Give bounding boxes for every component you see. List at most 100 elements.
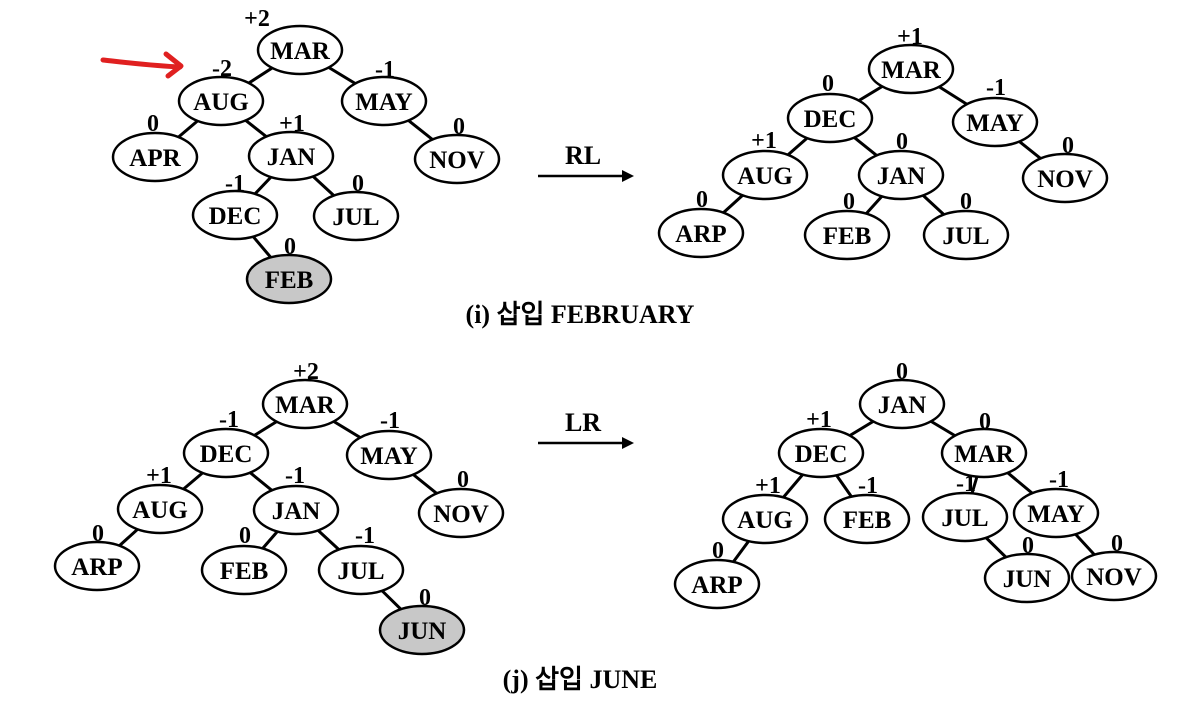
balance-factor: 0 — [1022, 533, 1034, 559]
node-label: FEB — [265, 267, 314, 294]
node-label: MAY — [966, 110, 1023, 137]
node-ellipse — [1012, 487, 1100, 539]
node-ellipse — [53, 540, 141, 592]
node-label: MAY — [1027, 501, 1084, 528]
node-may: MAY -1 — [1012, 467, 1100, 539]
balance-factor: -2 — [212, 56, 232, 82]
node-label: DEC — [795, 441, 848, 468]
node-aug: AUG -2 — [177, 56, 265, 127]
node-nov: NOV 0 — [417, 467, 505, 539]
node-ellipse — [673, 558, 761, 610]
node-ellipse — [657, 207, 745, 259]
balance-factor: 0 — [1111, 531, 1123, 557]
node-label: APR — [129, 145, 181, 172]
tree-j-before: MAR+2DEC-1MAY-1AUG+1JAN-1NOV0ARP0FEB0JUL… — [53, 359, 505, 656]
node-label: JUL — [337, 558, 384, 585]
node-label: DEC — [209, 203, 262, 230]
node-label: ARP — [71, 554, 122, 581]
balance-factor: 0 — [284, 234, 296, 260]
balance-factor: +1 — [806, 407, 832, 433]
node-jan: JAN +1 — [247, 111, 335, 182]
node-label: MAR — [275, 392, 336, 419]
balance-factor: +1 — [279, 111, 305, 137]
node-mar: MAR+1 — [867, 24, 955, 95]
balance-factor: 0 — [960, 189, 972, 215]
balance-factor: 0 — [419, 585, 431, 611]
balance-factor: 0 — [457, 467, 469, 493]
node-ellipse — [317, 544, 405, 596]
node-ellipse — [378, 604, 466, 656]
node-label: ARP — [691, 572, 742, 599]
node-ellipse — [803, 209, 891, 261]
balance-factor: 0 — [1062, 133, 1074, 159]
node-label: JUN — [398, 618, 447, 645]
node-ellipse — [177, 75, 265, 127]
node-ellipse — [413, 133, 501, 185]
node-aug: AUG+1 — [721, 128, 809, 201]
node-label: MAR — [270, 38, 331, 65]
balance-factor: 0 — [92, 521, 104, 547]
node-jul: JUL-1 — [921, 471, 1009, 543]
balance-factor: 0 — [896, 129, 908, 155]
balance-factor: -1 — [1049, 467, 1069, 493]
node-label: MAY — [355, 89, 412, 116]
balance-factor: +2 — [293, 359, 319, 385]
node-ellipse — [252, 484, 340, 536]
node-ellipse — [921, 491, 1009, 543]
node-ellipse — [417, 487, 505, 539]
node-may: MAY -1 — [340, 57, 428, 127]
caption-j: (j) 삽입 JUNE — [503, 665, 658, 694]
node-ellipse — [261, 378, 349, 430]
node-ellipse — [721, 493, 809, 545]
node-label: NOV — [429, 147, 485, 174]
balance-factor: 0 — [896, 359, 908, 385]
balance-factor: -1 — [858, 473, 878, 499]
balance-factor: +1 — [897, 24, 923, 50]
node-ellipse — [823, 493, 911, 545]
node-aug: AUG +1 — [721, 473, 809, 545]
node-ellipse — [777, 427, 865, 479]
node-label: NOV — [433, 501, 489, 528]
node-jun: JUN 0 — [983, 533, 1071, 604]
node-dec: DEC-1 — [191, 171, 279, 241]
balance-factor: 0 — [453, 114, 465, 140]
node-label: NOV — [1086, 564, 1142, 591]
node-ellipse — [200, 544, 288, 596]
node-ellipse — [940, 427, 1028, 479]
node-label: DEC — [200, 441, 253, 468]
node-ellipse — [247, 130, 335, 182]
tree-j-after: JAN0DEC+1MAR0AUG+1FEB-1JUL-1MAY-1ARP0JUN… — [673, 359, 1158, 610]
node-ellipse — [312, 190, 400, 242]
caption-i: (i) 삽입 FEBRUARY — [466, 300, 695, 329]
node-label: ARP — [675, 221, 726, 248]
node-label: AUG — [193, 89, 249, 116]
node-label: JAN — [267, 144, 316, 171]
node-ellipse — [191, 189, 279, 241]
node-label: JUN — [1003, 566, 1052, 593]
balance-factor: -1 — [285, 463, 305, 489]
node-ellipse — [116, 483, 204, 535]
balance-factor: -1 — [380, 408, 400, 434]
node-dec: DEC +1 — [777, 407, 865, 479]
node-ellipse — [922, 209, 1010, 261]
node-ellipse — [858, 378, 946, 430]
node-label: MAR — [954, 441, 1015, 468]
balance-factor: +1 — [755, 473, 781, 499]
balance-factor: 0 — [352, 171, 364, 197]
balance-factor: -1 — [375, 57, 395, 83]
node-label: JUL — [332, 204, 379, 231]
node-label: AUG — [737, 507, 793, 534]
node-jul: JUL 0 — [312, 171, 400, 242]
node-jun: JUN 0 — [378, 585, 466, 656]
node-ellipse — [951, 96, 1039, 148]
node-ellipse — [857, 149, 945, 201]
node-label: FEB — [220, 558, 269, 585]
node-ellipse — [245, 253, 333, 305]
node-ellipse — [721, 149, 809, 201]
